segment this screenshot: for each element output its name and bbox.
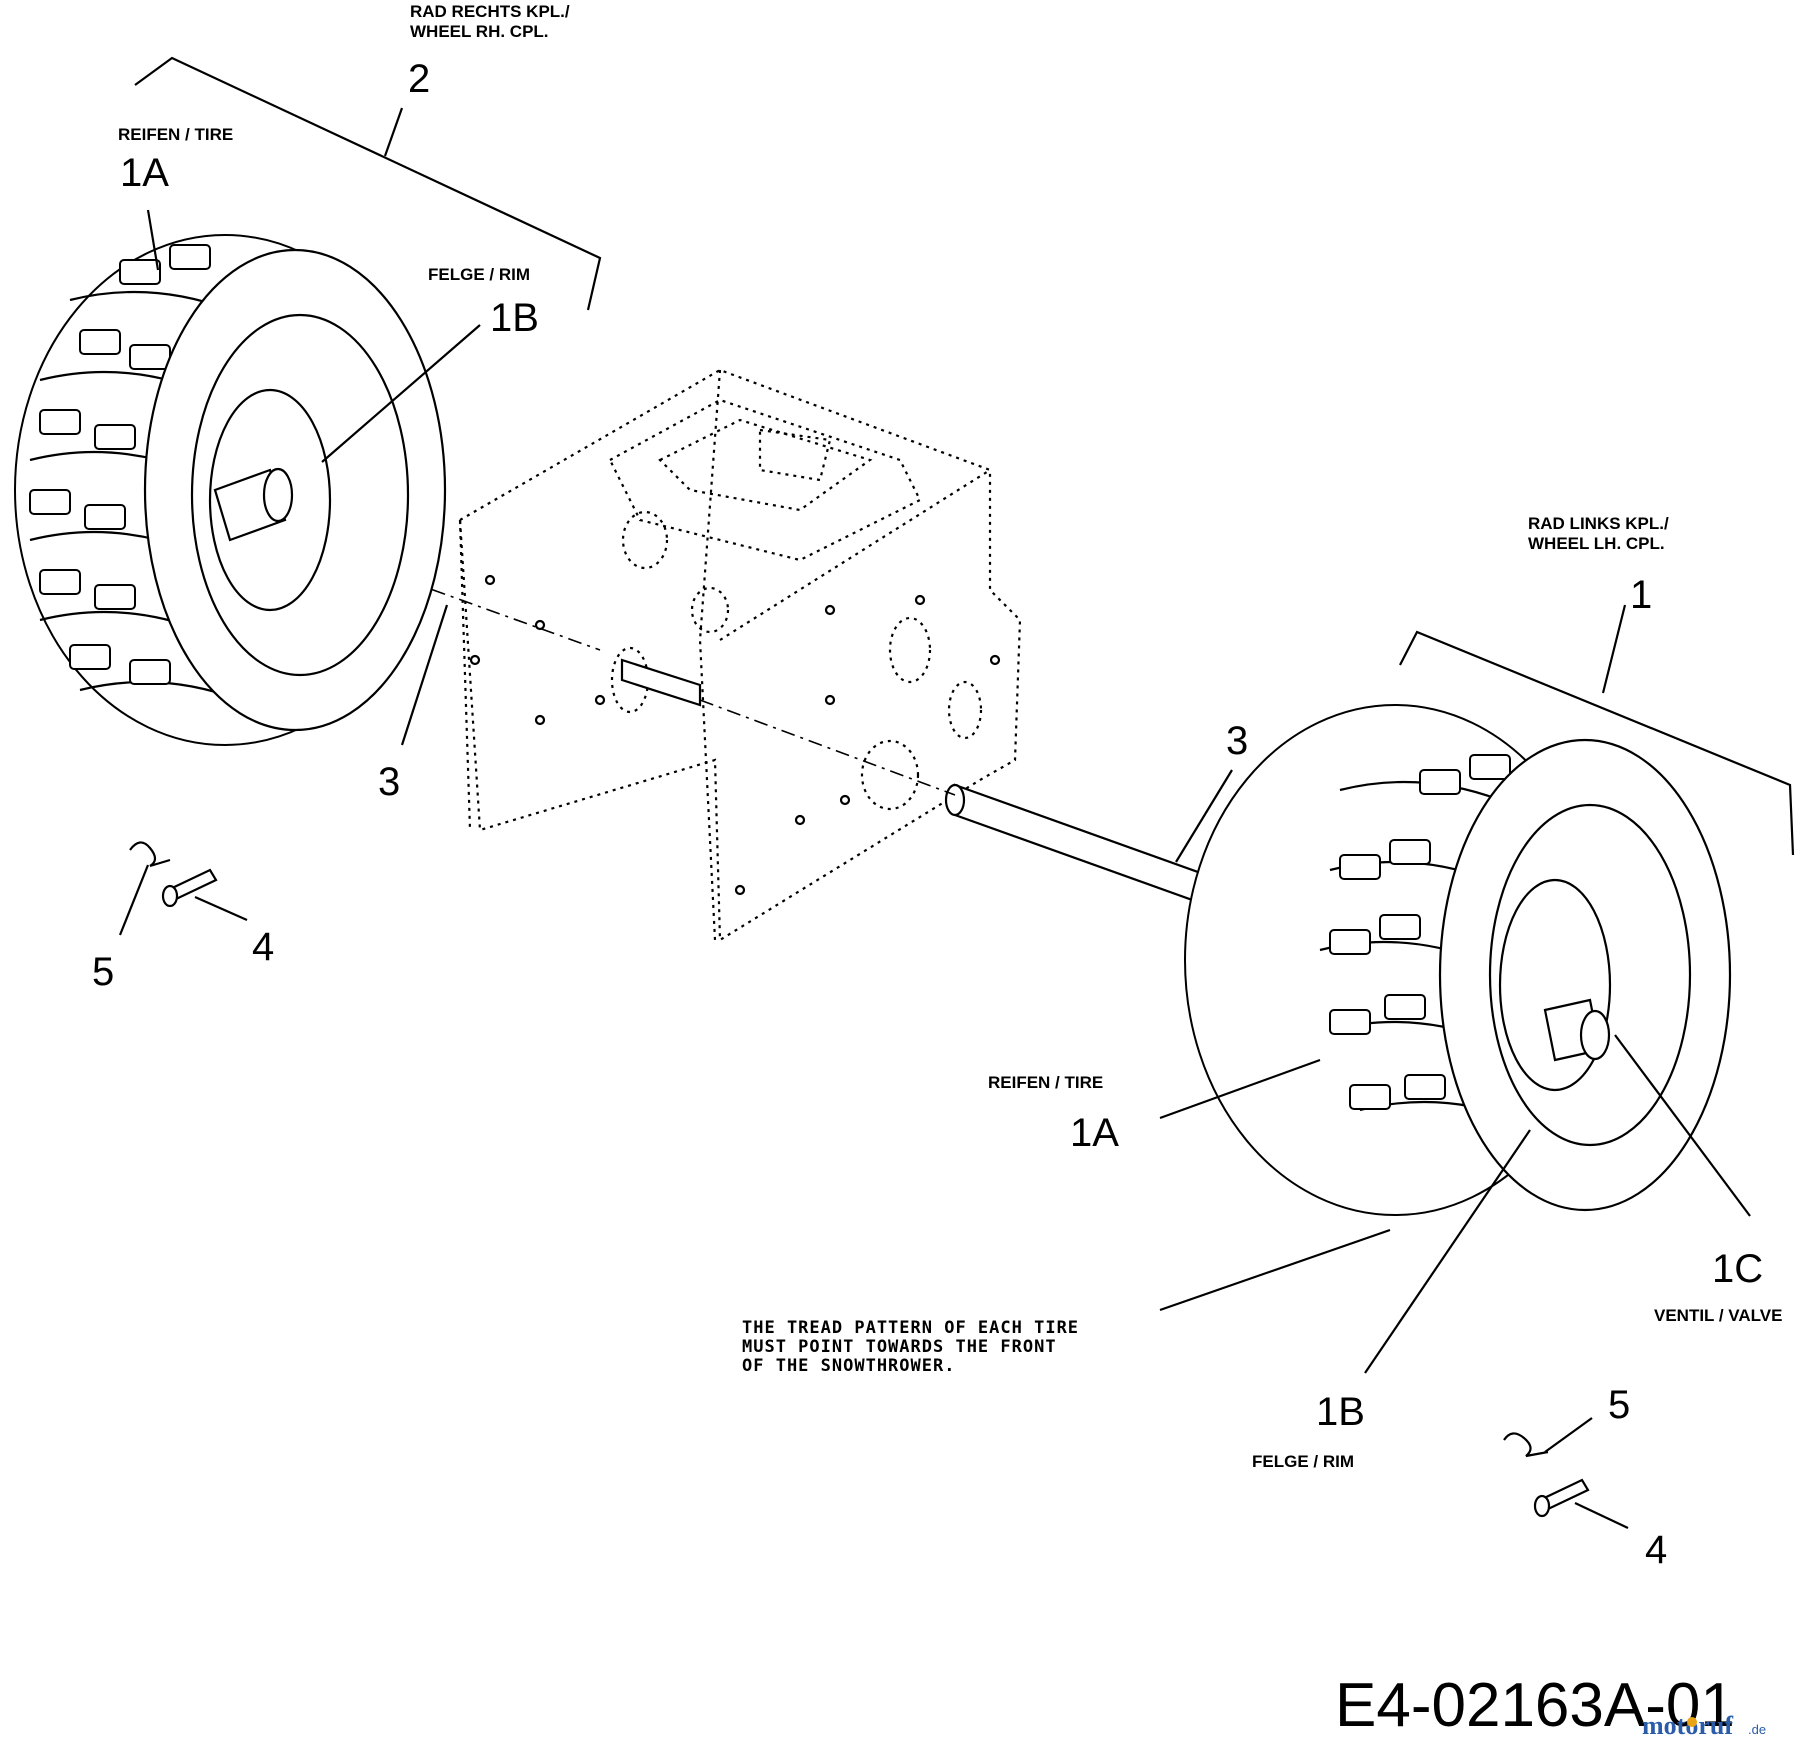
tire-bottom-number: 1A (1070, 1111, 1119, 1155)
diagram-code: E4-02163A-01 (1335, 1671, 1735, 1740)
tread-note-line-1: THE TREAD PATTERN OF EACH TIRE (742, 1318, 1079, 1338)
wheel-rh-title: RAD RECHTS KPL./WHEEL RH. CPL. (410, 2, 570, 41)
axle-right-number: 3 (1226, 719, 1248, 763)
rim-bottom-number: 1B (1316, 1390, 1365, 1434)
label-wheel-lh: RAD LINKS KPL./WHEEL LH. CPL. 1 (1528, 514, 1669, 617)
tire-top-title: REIFEN / TIRE (118, 125, 233, 144)
pin-right-number: 4 (1645, 1528, 1667, 1572)
label-valve: 1C VENTIL / VALVE (1654, 1247, 1782, 1325)
wheel-lh-number: 1 (1630, 573, 1652, 617)
clip-right-number: 5 (1608, 1383, 1630, 1427)
clip-left (129, 841, 171, 868)
rim-bottom-title: FELGE / RIM (1252, 1452, 1354, 1471)
clip-right (1503, 1432, 1549, 1458)
tire-bottom-title: REIFEN / TIRE (988, 1073, 1103, 1092)
gearbox-housing (458, 368, 1022, 942)
label-tire-bottom: REIFEN / TIRE 1A (988, 1073, 1119, 1155)
watermark-dot-icon (1687, 1717, 1697, 1727)
tread-note: THE TREAD PATTERN OF EACH TIRE MUST POIN… (742, 1318, 1079, 1376)
pin-right (1533, 1478, 1590, 1518)
label-rim-bottom: 1B FELGE / RIM (1252, 1390, 1365, 1471)
rim-left (190, 313, 410, 677)
valve-title: VENTIL / VALVE (1654, 1306, 1782, 1325)
tire-top-number: 1A (120, 151, 169, 195)
wheel-lh-title: RAD LINKS KPL./WHEEL LH. CPL. (1528, 514, 1669, 553)
pin-left-number: 4 (252, 925, 274, 969)
valve-number: 1C (1712, 1247, 1763, 1291)
clip-left-number: 5 (92, 950, 114, 994)
axle-left-number: 3 (378, 760, 400, 804)
label-rim-top: FELGE / RIM 1B (428, 265, 539, 340)
pin-left (161, 868, 218, 908)
rim-top-title: FELGE / RIM (428, 265, 530, 284)
wheel-left-hand (1184, 704, 1732, 1216)
watermark-suffix: .de (1748, 1722, 1766, 1737)
rim-top-number: 1B (490, 296, 539, 340)
watermark-logo: motoruf .de (1642, 1711, 1766, 1740)
tread-note-line-3: OF THE SNOWTHROWER. (742, 1356, 955, 1376)
wheel-rh-number: 2 (408, 57, 430, 101)
rim-right (1488, 803, 1692, 1147)
wheel-right-hand (14, 234, 447, 746)
axle-shaft (349, 559, 1341, 946)
tread-note-line-2: MUST POINT TOWARDS THE FRONT (742, 1337, 1057, 1357)
leader-lines (118, 56, 1795, 1529)
label-tire-top: REIFEN / TIRE 1A (118, 125, 233, 195)
label-wheel-rh: RAD RECHTS KPL./WHEEL RH. CPL. 2 (408, 2, 570, 101)
watermark-text: motoruf (1642, 1711, 1733, 1740)
